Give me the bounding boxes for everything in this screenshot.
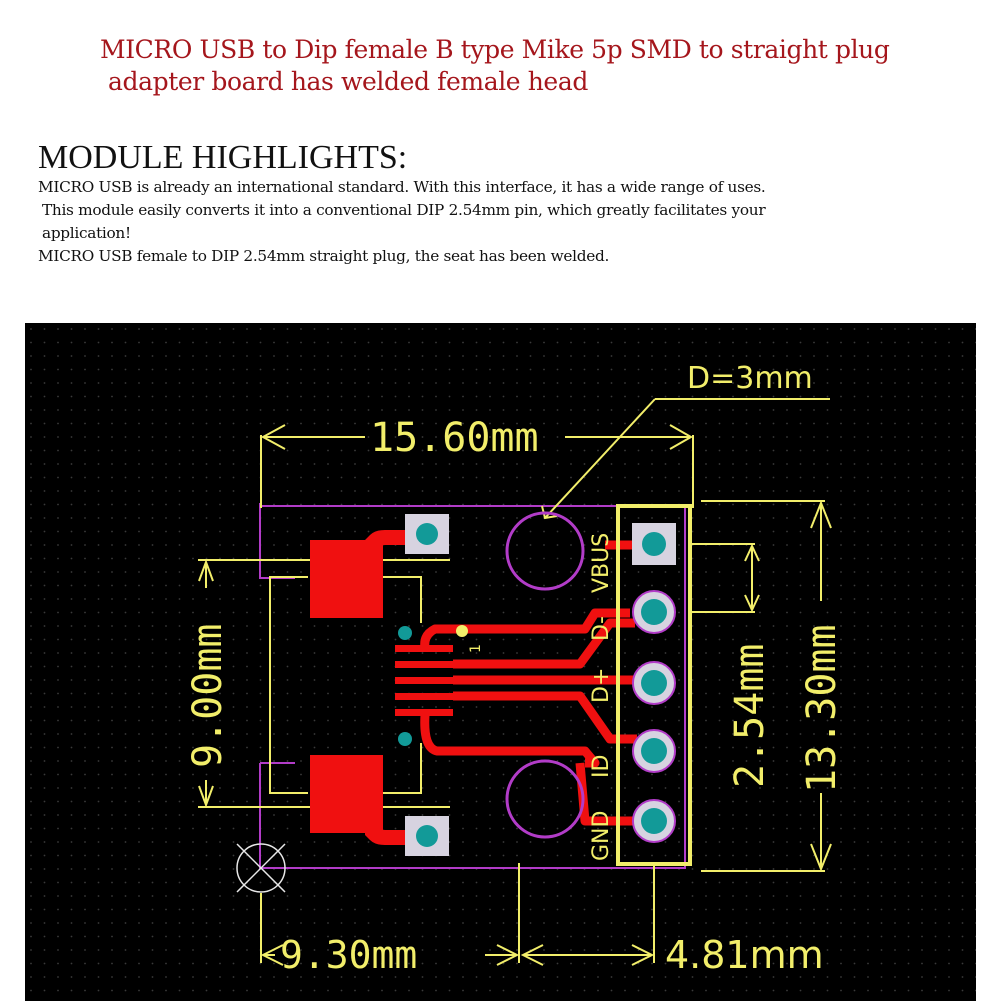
dim-offset-right-label: 4.81mm <box>665 933 824 977</box>
header-pin-dminus <box>632 590 676 634</box>
pin-label-gnd: GND <box>589 811 614 861</box>
pin1-label: 1 <box>468 644 484 653</box>
pin-label-dminus: D- <box>589 616 614 641</box>
highlights-heading: MODULE HIGHLIGHTS: <box>38 139 408 176</box>
locating-hole-bottom <box>398 732 412 746</box>
highlights-body: MICRO USB is already an international st… <box>38 176 766 268</box>
product-title-line1: MICRO USB to Dip female B type Mike 5p S… <box>100 35 890 64</box>
mounting-hole-bottom <box>505 759 585 839</box>
dim-connector-height-label: 9.00mm <box>185 624 231 769</box>
dim-pin-pitch-label: 2.54mm <box>727 644 773 789</box>
header-pin-vbus <box>632 523 676 565</box>
highlights-line: MICRO USB female to DIP 2.54mm straight … <box>38 247 610 265</box>
highlights-line: application! <box>42 224 131 242</box>
dim-width-total-label: 15.60mm <box>370 415 539 461</box>
highlights-line: This module easily converts it into a co… <box>42 201 766 219</box>
dim-offset-left-label: 9.30mm <box>280 933 417 977</box>
header-pin-gnd <box>632 799 676 843</box>
pin1-dot <box>456 625 468 637</box>
header-pin-dplus <box>632 661 676 705</box>
copper-traces <box>420 540 637 826</box>
mount-pad-bottom <box>405 816 449 856</box>
header-silkscreen <box>616 504 692 866</box>
mounting-hole-top <box>505 511 585 591</box>
dim-width-total <box>260 424 694 508</box>
dim-header-height-label: 13.30mm <box>799 624 845 793</box>
dim-pin-pitch <box>689 543 760 613</box>
highlights-line: MICRO USB is already an international st… <box>38 178 766 196</box>
usb-signal-pads <box>395 645 453 716</box>
pcb-diagram: 15.60mm D=3mm 13.30mm 2.54mm <box>25 323 976 1001</box>
dim-hole-label: D=3mm <box>687 361 813 396</box>
shell-pads <box>310 530 410 845</box>
dim-bottom <box>260 863 655 966</box>
pin-label-vbus: VBUS <box>589 533 614 593</box>
pin-label-id: ID <box>589 755 614 778</box>
mount-pad-top <box>405 514 449 554</box>
pin-label-dplus: D+ <box>589 668 614 703</box>
origin-marker-icon <box>236 843 286 893</box>
header-pin-id <box>632 729 676 773</box>
product-title: MICRO USB to Dip female B type Mike 5p S… <box>100 34 890 98</box>
dim-header-height <box>701 500 832 872</box>
product-title-line2: adapter board has welded female head <box>108 67 588 96</box>
locating-hole-top <box>398 626 412 640</box>
connector-silkscreen <box>269 576 422 794</box>
dim-hole-leader <box>541 398 830 520</box>
